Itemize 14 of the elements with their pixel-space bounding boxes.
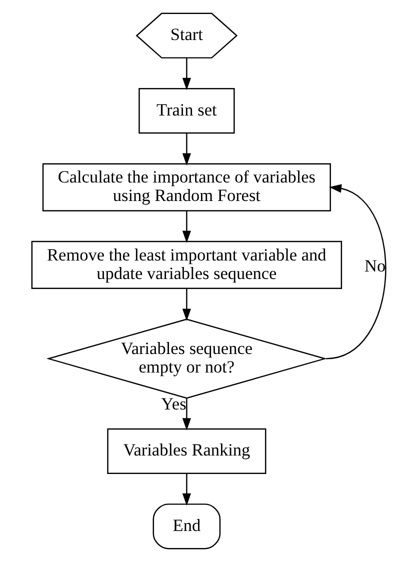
node-box: Calculate the importance of variables using Random Forest — [42, 163, 330, 212]
edge-label: No — [364, 256, 386, 276]
arrow — [182, 398, 191, 430]
node-diamond: Variables sequence empty or not? — [46, 318, 327, 399]
node-box: End — [152, 504, 220, 550]
node-box: Remove the least important variable and update variables sequence — [30, 240, 342, 290]
arrow — [182, 211, 191, 244]
arrow — [182, 473, 191, 506]
node-box: Variables Ranking — [106, 428, 266, 474]
node-box: Train set — [138, 88, 234, 134]
arrow — [182, 133, 191, 166]
arrow — [182, 58, 191, 90]
arrow — [325, 184, 386, 360]
arrow — [182, 288, 191, 322]
